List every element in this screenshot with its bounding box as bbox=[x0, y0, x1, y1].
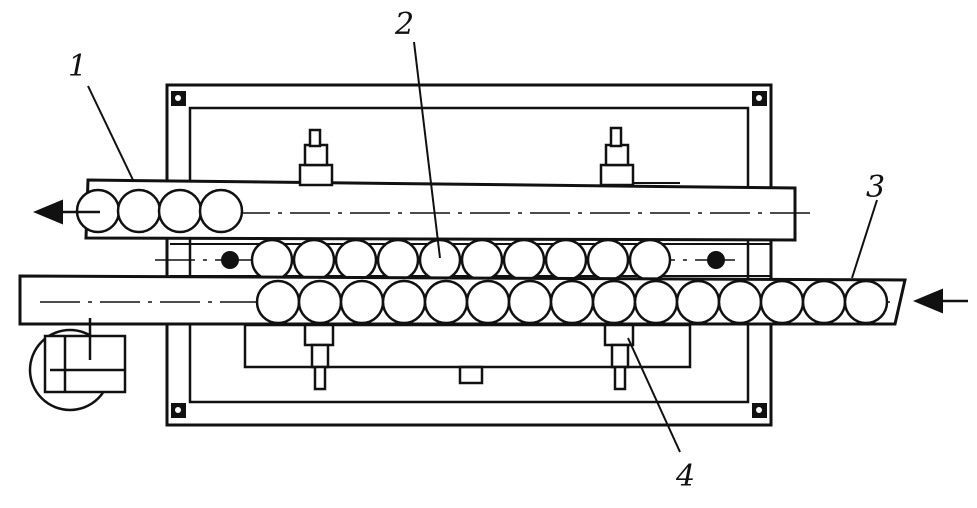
roller bbox=[381, 279, 427, 325]
roller bbox=[717, 279, 763, 325]
callout-4: 4 bbox=[676, 459, 696, 494]
roller bbox=[116, 188, 162, 234]
pivot-dot bbox=[221, 251, 239, 269]
callout-1: 1 bbox=[68, 49, 88, 84]
roller bbox=[292, 238, 336, 282]
upper-conveyor bbox=[33, 178, 810, 242]
adjust-screw-top-left bbox=[298, 128, 334, 187]
roller bbox=[460, 238, 504, 282]
roller bbox=[502, 238, 546, 282]
roller bbox=[255, 279, 301, 325]
frame-inner bbox=[188, 106, 750, 404]
callout-2: 2 bbox=[395, 7, 415, 42]
roller bbox=[198, 188, 244, 234]
roller bbox=[157, 188, 203, 234]
adjust-screw-bottom-left bbox=[303, 323, 335, 391]
roller bbox=[628, 238, 672, 282]
roller bbox=[675, 279, 721, 325]
roller bbox=[334, 238, 378, 282]
middle-row bbox=[155, 238, 770, 282]
roller bbox=[507, 279, 553, 325]
roller bbox=[591, 279, 637, 325]
roller bbox=[633, 279, 679, 325]
roller bbox=[418, 238, 462, 282]
roller bbox=[465, 279, 511, 325]
leader-lines bbox=[87, 41, 878, 453]
adjust-screw-top-right bbox=[599, 126, 635, 187]
callout-3: 3 bbox=[866, 170, 886, 205]
roller bbox=[759, 279, 805, 325]
pivot-dot bbox=[707, 251, 725, 269]
roller bbox=[843, 279, 889, 325]
frame-outer bbox=[165, 83, 773, 427]
middle-rollers bbox=[250, 238, 672, 282]
roller bbox=[549, 279, 595, 325]
roller bbox=[297, 279, 343, 325]
lower-conveyor bbox=[18, 274, 968, 326]
roller bbox=[586, 238, 630, 282]
roller bbox=[423, 279, 469, 325]
lower-rollers bbox=[255, 279, 889, 325]
adjust-screw-bottom-right bbox=[603, 323, 635, 391]
roller bbox=[544, 238, 588, 282]
frame bbox=[165, 83, 773, 427]
drive-motor bbox=[28, 318, 127, 412]
roller bbox=[339, 279, 385, 325]
roller bbox=[250, 238, 294, 282]
roller bbox=[801, 279, 847, 325]
roller bbox=[376, 238, 420, 282]
